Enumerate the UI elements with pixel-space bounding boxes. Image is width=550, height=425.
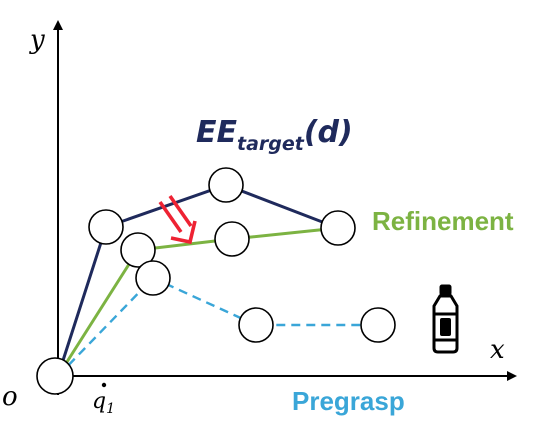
ee-sub: target	[237, 133, 305, 155]
joint-target-1	[88, 209, 124, 245]
x-axis-label: x	[490, 335, 505, 365]
ee-target-label: EEtarget(d)	[196, 115, 353, 155]
origin-label: o	[2, 382, 18, 412]
pregrasp-path	[57, 276, 378, 377]
joint-rate-sub: 1	[106, 401, 115, 417]
ee-main: EE	[196, 115, 237, 150]
joint-rate-base: q	[92, 389, 106, 414]
joint-origin	[36, 357, 74, 395]
svg-text:q1: q1	[92, 389, 115, 417]
joint-refine-1	[120, 232, 156, 268]
bottle-icon	[432, 284, 459, 354]
joint-pregrasp-1	[135, 260, 171, 296]
refinement-arrow	[158, 194, 197, 245]
refinement-label: Refinement	[372, 206, 514, 236]
joint-rate-dot	[101, 382, 107, 388]
joint-refine-2	[214, 221, 250, 257]
pregrasp-label: Pregrasp	[292, 386, 405, 416]
refinement-path	[56, 226, 339, 377]
joint-pregrasp-2	[238, 307, 274, 343]
joint-end	[320, 210, 356, 246]
joint-rate-label: q1	[92, 382, 115, 417]
y-axis-label: y	[29, 25, 45, 55]
target-path	[56, 183, 339, 377]
joint-target-2	[208, 167, 244, 203]
joint-pregrasp-3	[360, 307, 396, 343]
ee-arg: (d)	[304, 115, 353, 150]
